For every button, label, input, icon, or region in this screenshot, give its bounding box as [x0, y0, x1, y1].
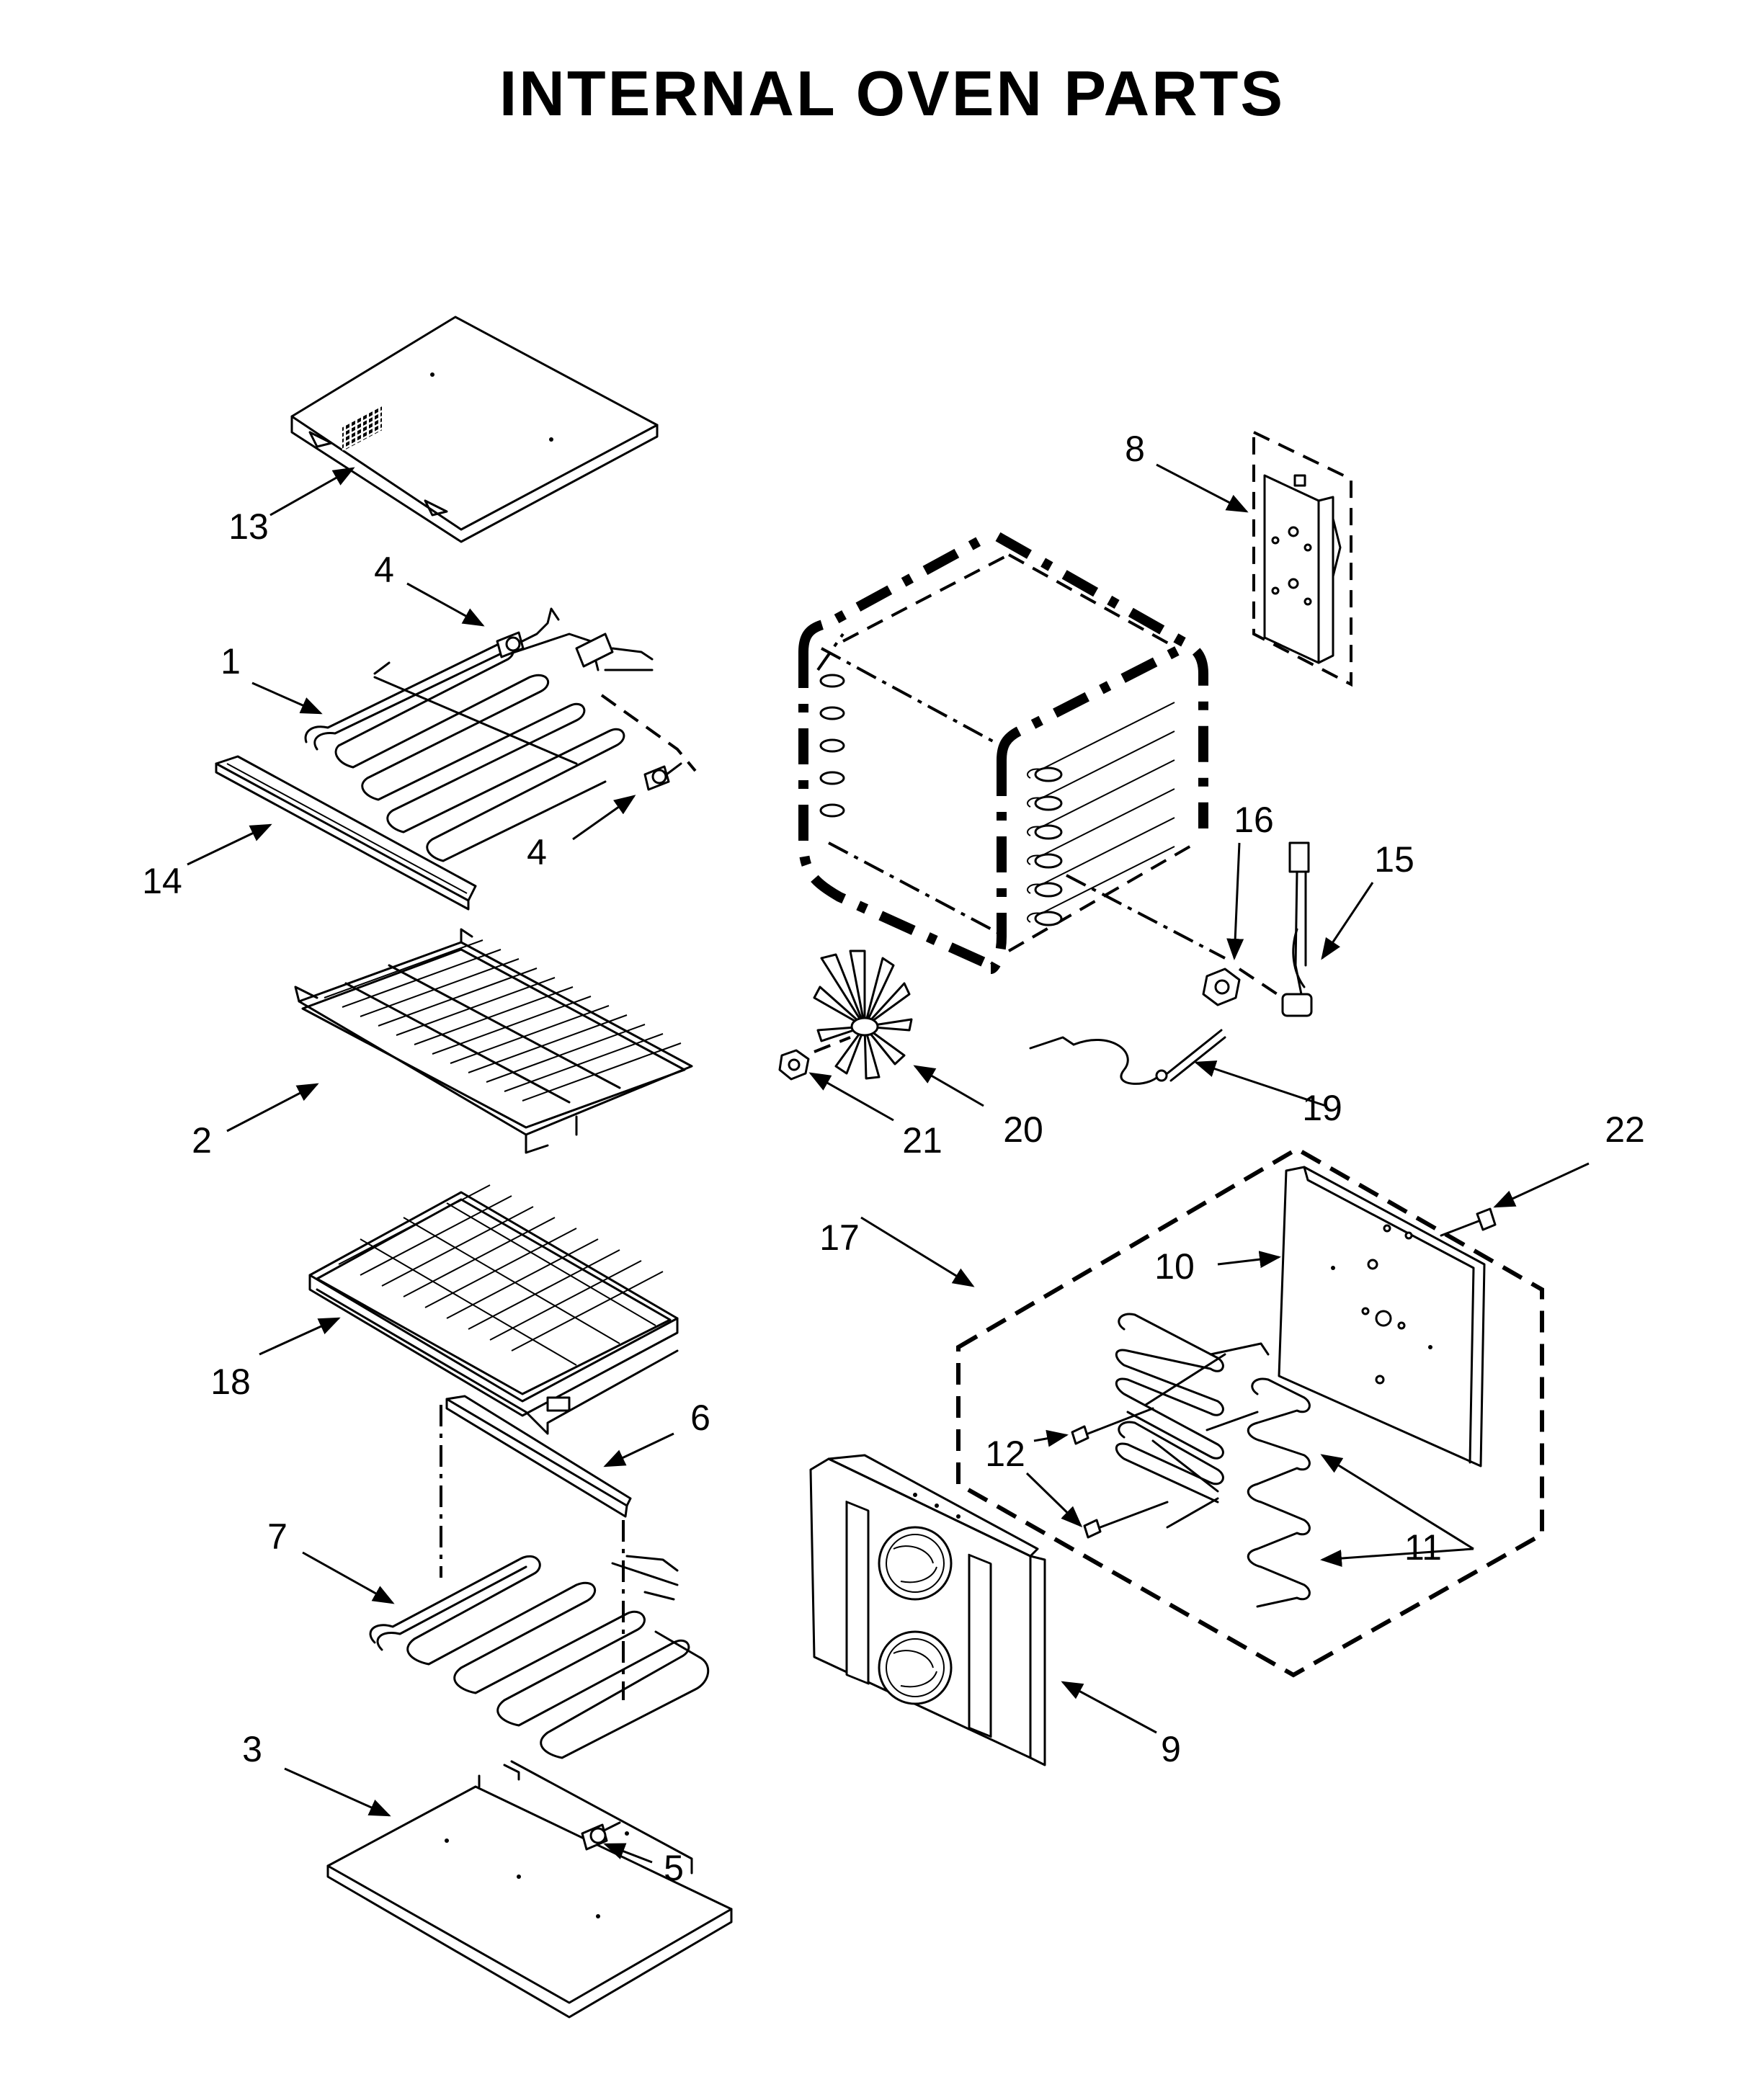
part-4-screw-upper	[496, 607, 560, 658]
part-19-probe	[1029, 1029, 1226, 1085]
oven-cavity-outline	[798, 532, 1284, 999]
part-12-screw-upper	[1071, 1407, 1154, 1445]
callout-14: 14	[142, 861, 182, 901]
part-10-back-plate	[1278, 1166, 1486, 1467]
part-20-fan-blade	[813, 950, 913, 1080]
callout-3: 3	[242, 1729, 262, 1769]
part-3-bottom-panel	[326, 1760, 733, 2019]
callout-4-lower: 4	[527, 832, 547, 872]
callout-7: 7	[267, 1516, 288, 1557]
part-12-screw-lower	[1083, 1501, 1169, 1539]
part-2-oven-rack	[294, 928, 693, 1154]
part-21-fan-nut	[778, 1049, 810, 1081]
part-18-roller-rack	[308, 1184, 679, 1435]
callout-15: 15	[1374, 839, 1414, 880]
leader-lines	[187, 463, 1590, 1864]
callout-16: 16	[1234, 800, 1274, 840]
callout-5: 5	[664, 1848, 684, 1888]
callout-18: 18	[210, 1362, 251, 1402]
callout-8: 8	[1125, 429, 1145, 469]
callout-21: 21	[902, 1120, 942, 1161]
part-11-convection-elements	[1115, 1313, 1311, 1608]
part-5-screw	[581, 1821, 621, 1851]
part-13-top-panel	[290, 316, 659, 543]
callout-1: 1	[220, 641, 241, 682]
callout-12: 12	[985, 1434, 1025, 1474]
callout-20: 20	[1003, 1109, 1043, 1150]
callout-17: 17	[819, 1217, 860, 1258]
callout-13: 13	[228, 506, 269, 547]
callout-6: 6	[690, 1398, 710, 1438]
part-22-screw	[1440, 1207, 1497, 1237]
part-14-trim-strip	[215, 755, 477, 911]
part-4-screw-lower	[643, 762, 682, 791]
part-16-nut	[1202, 968, 1241, 1006]
callout-labels: 1 2 3 4 4 5 6 7 8 9 10 11 12 13 14 15 16…	[142, 429, 1645, 1888]
callout-22: 22	[1605, 1109, 1645, 1150]
page-title: INTERNAL OVEN PARTS	[499, 58, 1285, 129]
callout-4-upper: 4	[374, 550, 394, 590]
callout-11: 11	[1404, 1527, 1442, 1568]
part-7-bake-element	[369, 1405, 710, 1759]
part-6-bracket	[445, 1395, 632, 1518]
callout-19: 19	[1302, 1088, 1342, 1128]
callout-9: 9	[1161, 1729, 1181, 1769]
part-15-sensor	[1281, 841, 1313, 1017]
part-9-fan-cover	[809, 1454, 1046, 1766]
callout-10: 10	[1154, 1246, 1195, 1287]
callout-2: 2	[192, 1120, 212, 1161]
part-8-bracket-assembly	[1252, 429, 1352, 687]
